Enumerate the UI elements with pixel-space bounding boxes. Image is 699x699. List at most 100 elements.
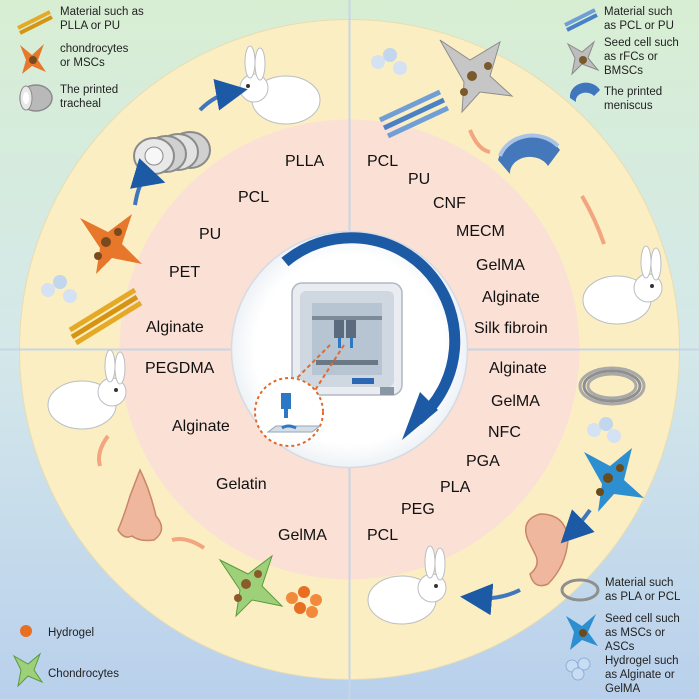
legend-label: The printed (60, 84, 118, 96)
material-label: Gelatin (216, 476, 267, 493)
material-label: PET (169, 264, 200, 281)
material-label: PU (408, 171, 430, 188)
legend-label: PLLA or PU (60, 20, 120, 32)
rabbit-icon (582, 245, 663, 325)
material-label: PU (199, 226, 221, 243)
material-label: Alginate (482, 289, 540, 306)
material-label: GelMA (476, 257, 525, 274)
legend-label: chondrocytes (60, 43, 129, 55)
blue-fiber-bundle-icon (564, 8, 598, 32)
nozzle-detail-icon (254, 377, 324, 447)
printed-meniscus-icon (498, 133, 560, 174)
orange-cell-icon (80, 214, 142, 274)
workflow-arrow (198, 79, 248, 112)
green-cell-icon (218, 554, 284, 618)
blue-fiber-bundle-icon (378, 89, 450, 139)
material-label: Silk fibroin (474, 320, 548, 337)
quadrant-top-left-materials: PLLA PCL PU PET Alginate (146, 153, 324, 336)
rabbit-icon (47, 349, 127, 430)
legend-label: Hydrogel (48, 627, 94, 639)
rabbit-icon (367, 545, 447, 625)
quadrant-top-right-materials: PCL PU CNF MECM GelMA Alginate Silk fibr… (367, 153, 548, 337)
quadrant-bottom-right-materials: Alginate GelMA NFC PGA PLA PEG PCL (367, 360, 547, 544)
hydrogel-beads-icon (587, 417, 621, 443)
legend-label: Seed cell such (605, 613, 680, 625)
legend-label: as Alginate or (605, 669, 675, 681)
material-label: PLA (440, 479, 471, 496)
workflow-arrow (560, 508, 595, 544)
blue-hydrogel-icon (565, 657, 591, 681)
legend-label: Hydrogel such (605, 655, 679, 667)
gray-cell-icon (439, 39, 514, 114)
orange-hydrogel-icon (286, 586, 322, 618)
meniscus-workflow (371, 39, 663, 325)
material-label: NFC (488, 424, 521, 441)
legend-top-left: Material such as PLLA or PU chondrocytes… (17, 6, 144, 112)
legend-top-right: Material such as PCL or PU Seed cell suc… (564, 6, 679, 112)
workflow-arrow (468, 129, 491, 154)
nose-icon (117, 468, 163, 542)
material-label: GelMA (278, 527, 327, 544)
ear-icon (525, 513, 569, 587)
blue-cell-icon (566, 614, 598, 650)
orange-hydrogel-icon (20, 625, 32, 637)
printed-meniscus-icon (569, 82, 600, 102)
nose-workflow (47, 349, 322, 618)
yellow-fiber-bundle-icon (68, 287, 143, 346)
gray-cell-icon (566, 40, 600, 76)
blue-cell-icon (584, 448, 644, 512)
legend-label: as MSCs or (605, 627, 665, 639)
legend-label: Seed cell such (604, 37, 679, 49)
cycle-arrow (281, 232, 461, 425)
cycle-arrow-head (402, 392, 438, 440)
gray-fiber-coil-icon (578, 366, 646, 406)
material-label: MECM (456, 223, 505, 240)
legend-label: as PCL or PU (604, 20, 674, 32)
trachea-workflow (41, 45, 321, 346)
material-label: Alginate (489, 360, 547, 377)
legend-label: Chondrocytes (48, 668, 119, 680)
legend-label: as PLA or PCL (605, 591, 681, 603)
material-label: PGA (466, 453, 500, 470)
material-label: PCL (238, 189, 269, 206)
material-label: PEGDMA (145, 360, 215, 377)
legend-label: meniscus (604, 100, 653, 112)
legend-label: GelMA (605, 683, 640, 695)
material-label: Alginate (172, 418, 230, 435)
gray-fiber-coil-icon (560, 578, 600, 602)
yellow-fiber-bundle-icon (17, 10, 53, 35)
orange-cell-icon (20, 44, 46, 74)
legend-label: ASCs (605, 641, 635, 653)
material-label: GelMA (491, 393, 540, 410)
quadrant-bottom-left-materials: PEGDMA Alginate Gelatin GelMA (145, 360, 327, 544)
material-label: CNF (433, 195, 466, 212)
printed-trachea-icon (19, 84, 53, 112)
legend-label: or MSCs (60, 57, 105, 69)
workflow-arrow (97, 434, 110, 467)
workflow-arrow (460, 583, 521, 616)
legend-label: The printed (604, 86, 662, 98)
legend-bottom-left: Hydrogel Chondrocytes (12, 625, 119, 688)
hydrogel-beads-icon (371, 48, 407, 75)
hydrogel-beads-icon (41, 275, 77, 303)
workflow-arrow (171, 537, 206, 550)
ear-workflow (367, 366, 646, 625)
legend-label: Material such (604, 6, 672, 18)
bioprinter-icon (289, 282, 403, 396)
legend-label: Material such as (60, 6, 144, 18)
printed-trachea-icon (133, 131, 211, 175)
material-label: PLLA (285, 153, 324, 170)
green-cell-icon (12, 652, 44, 688)
legend-label: Material such (605, 577, 673, 589)
material-label: PCL (367, 153, 398, 170)
material-label: PEG (401, 501, 435, 518)
material-label: PCL (367, 527, 398, 544)
legend-label: tracheal (60, 98, 101, 110)
workflow-arrow (580, 194, 606, 245)
legend-bottom-right: Material such as PLA or PCL Seed cell su… (560, 577, 681, 695)
legend-label: as rFCs or (604, 51, 658, 63)
workflow-arrow (130, 158, 166, 206)
material-label: Alginate (146, 319, 204, 336)
